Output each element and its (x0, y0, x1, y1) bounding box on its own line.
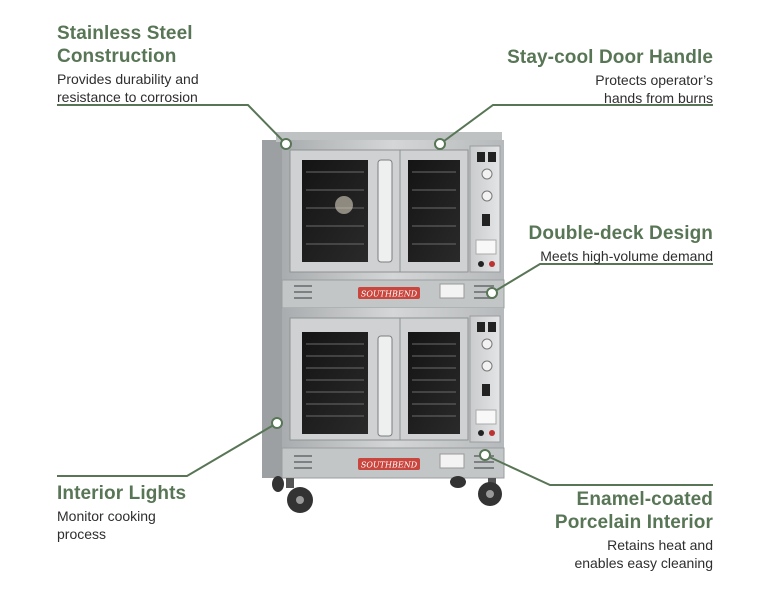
leader-line-double-deck (491, 263, 713, 294)
lower-door-handle (377, 335, 393, 437)
desc-line: Retains heat and (607, 537, 713, 553)
brand-badge-lower (358, 458, 420, 470)
desc-line: Protects operator’s (595, 72, 713, 88)
title-line: Construction (57, 46, 177, 67)
title-line: Double-deck Design (528, 223, 713, 244)
marker-dot-stainless (280, 138, 292, 150)
callout-interior-lights: Interior Lights Monitor cooking process (57, 482, 186, 543)
brand-text-lower: SOUTHBEND (361, 461, 418, 470)
title-line: Interior Lights (57, 483, 187, 504)
callout-title-double-deck: Double-deck Design (529, 222, 713, 245)
desc-line: Monitor cooking (57, 508, 156, 524)
leader-line-enamel (484, 454, 713, 486)
desc-line: enables easy cleaning (574, 555, 713, 571)
callout-door-handle: Stay-cool Door Handle Protects operator’… (507, 46, 713, 107)
casters (272, 476, 502, 513)
oven-light (335, 196, 353, 214)
title-line: Stainless Steel (57, 23, 193, 44)
marker-dot-lights (271, 417, 283, 429)
desc-line: process (57, 526, 107, 542)
callout-enamel-interior: Enamel-coated Porcelain Interior Retains… (555, 488, 713, 572)
callout-desc-lights: Monitor cooking process (57, 507, 186, 543)
desc-line: hands from burns (604, 90, 713, 106)
lower-deck: SOUTHBEND (281, 308, 505, 479)
callout-desc-double-deck: Meets high-volume demand (529, 247, 713, 265)
title-line: Porcelain Interior (554, 512, 713, 533)
callout-title-stainless: Stainless Steel Construction (57, 22, 199, 68)
upper-deck: SOUTHBEND (276, 132, 505, 309)
brand-text-upper: SOUTHBEND (361, 290, 418, 299)
desc-line: Provides durability and (57, 71, 199, 87)
callout-desc-stainless: Provides durability and resistance to co… (57, 70, 199, 106)
leader-line-stainless (57, 104, 287, 145)
callout-desc-handle: Protects operator’s hands from burns (507, 71, 713, 107)
callout-double-deck: Double-deck Design Meets high-volume dem… (529, 222, 713, 265)
lower-right-window (408, 332, 460, 434)
upper-door-handle (377, 159, 393, 263)
marker-dot-double-deck (486, 287, 498, 299)
callout-title-lights: Interior Lights (57, 482, 186, 505)
title-line: Enamel-coated (576, 489, 713, 510)
callout-stainless-steel: Stainless Steel Construction Provides du… (57, 22, 199, 106)
upper-right-window (408, 160, 460, 262)
marker-dot-enamel (479, 449, 491, 461)
brand-badge-upper (358, 287, 420, 299)
desc-line: resistance to corrosion (57, 89, 198, 105)
callout-desc-enamel: Retains heat and enables easy cleaning (555, 536, 713, 572)
leader-line-lights (57, 422, 278, 477)
desc-line: Meets high-volume demand (540, 248, 713, 264)
title-line: Stay-cool Door Handle (507, 47, 713, 68)
leader-line-handle (439, 104, 713, 145)
marker-dot-handle (434, 138, 446, 150)
callout-title-enamel: Enamel-coated Porcelain Interior (555, 488, 713, 534)
lower-left-window (302, 332, 368, 434)
callout-title-handle: Stay-cool Door Handle (507, 46, 713, 69)
upper-left-window (302, 160, 368, 262)
